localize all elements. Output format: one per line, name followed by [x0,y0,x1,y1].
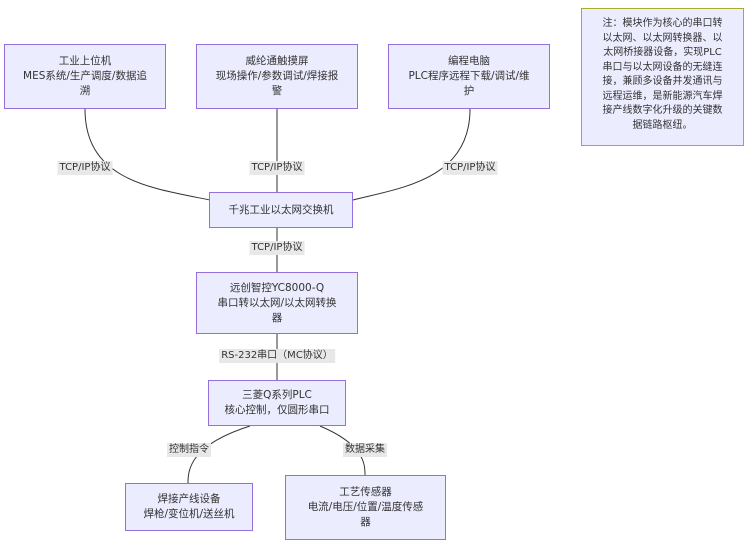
node-hmi: 威纶通触摸屏 现场操作/参数调试/焊接报 警 [196,44,358,109]
edge-label-switch-converter: TCP/IP协议 [249,241,305,255]
node-plc-title: 三菱Q系列PLC [242,389,312,401]
node-hmi-line-1: 现场操作/参数调试/焊接报 [215,70,339,82]
node-pc: 编程电脑 PLC程序远程下载/调试/维 护 [388,44,550,109]
note-line-3: 太网桥接器设备，实现PLC [603,47,722,58]
note-line-5: 接，兼顾多设备并发通讯与 [602,76,723,87]
node-plc-line-1: 核心控制，仅圆形串口 [224,404,330,416]
node-pc-title: 编程电脑 [448,55,490,67]
node-pc-line-2: 护 [463,85,475,97]
edge-label-pc-switch: TCP/IP协议 [442,161,498,175]
node-sensor-line-1: 电流/电压/位置/温度传感 [307,501,424,513]
node-pc-line-1: PLC程序远程下载/调试/维 [408,70,530,82]
edge-label-converter-plc: RS-232串口（MC协议） [219,349,335,363]
note-line-7: 接产线数字化升级的关键数 [602,105,723,116]
node-welding-line-1: 焊枪/变位机/送丝机 [143,508,235,520]
edge-label-plc-welding: 控制指令 [167,443,211,457]
node-converter: 远创智控YC8000-Q 串口转以太网/以太网转换 器 [196,272,358,334]
node-switch: 千兆工业以太网交换机 [209,192,353,228]
node-host: 工业上位机 MES系统/生产调度/数据追 溯 [4,44,166,109]
node-converter-line-2: 器 [271,311,283,324]
node-hmi-line-2: 警 [271,85,283,97]
node-host-line-1: MES系统/生产调度/数据追 [23,70,147,82]
note-line-1: 注：模块作为核心的串口转 [602,18,723,29]
node-plc: 三菱Q系列PLC 核心控制，仅圆形串口 [208,380,346,426]
node-sensor-line-2: 器 [360,516,371,528]
note-box: 注：模块作为核心的串口转 以太网、以太网转换器、以 太网桥接器设备，实现PLC … [581,8,744,146]
edge-pc-switch [352,108,471,201]
node-sensor-title: 工艺传感器 [339,486,392,498]
node-switch-title: 千兆工业以太网交换机 [228,203,334,216]
edge-host-switch [84,108,211,201]
edge-label-hmi-switch: TCP/IP协议 [249,161,305,175]
node-welding: 焊接产线设备 焊枪/变位机/送丝机 [125,483,253,531]
edge-label-plc-sensor: 数据采集 [343,443,387,457]
note-line-8: 据链路枢纽。 [632,119,693,131]
node-hmi-title: 威纶通触摸屏 [245,55,309,67]
node-converter-title: 远创智控YC8000-Q [229,281,325,294]
node-converter-line-1: 串口转以太网/以太网转换 [217,296,337,309]
note-line-6: 远程运维，是新能源汽车焊 [602,90,723,102]
edge-label-host-switch: TCP/IP协议 [57,161,113,175]
node-welding-title: 焊接产线设备 [157,493,221,505]
node-sensor: 工艺传感器 电流/电压/位置/温度传感 器 [285,475,446,540]
node-host-title: 工业上位机 [58,55,112,67]
note-line-4: 串口与以太网设备的无缝连 [602,61,723,73]
node-host-line-2: 溯 [79,85,91,97]
note-line-2: 以太网、以太网转换器、以 [602,32,723,44]
